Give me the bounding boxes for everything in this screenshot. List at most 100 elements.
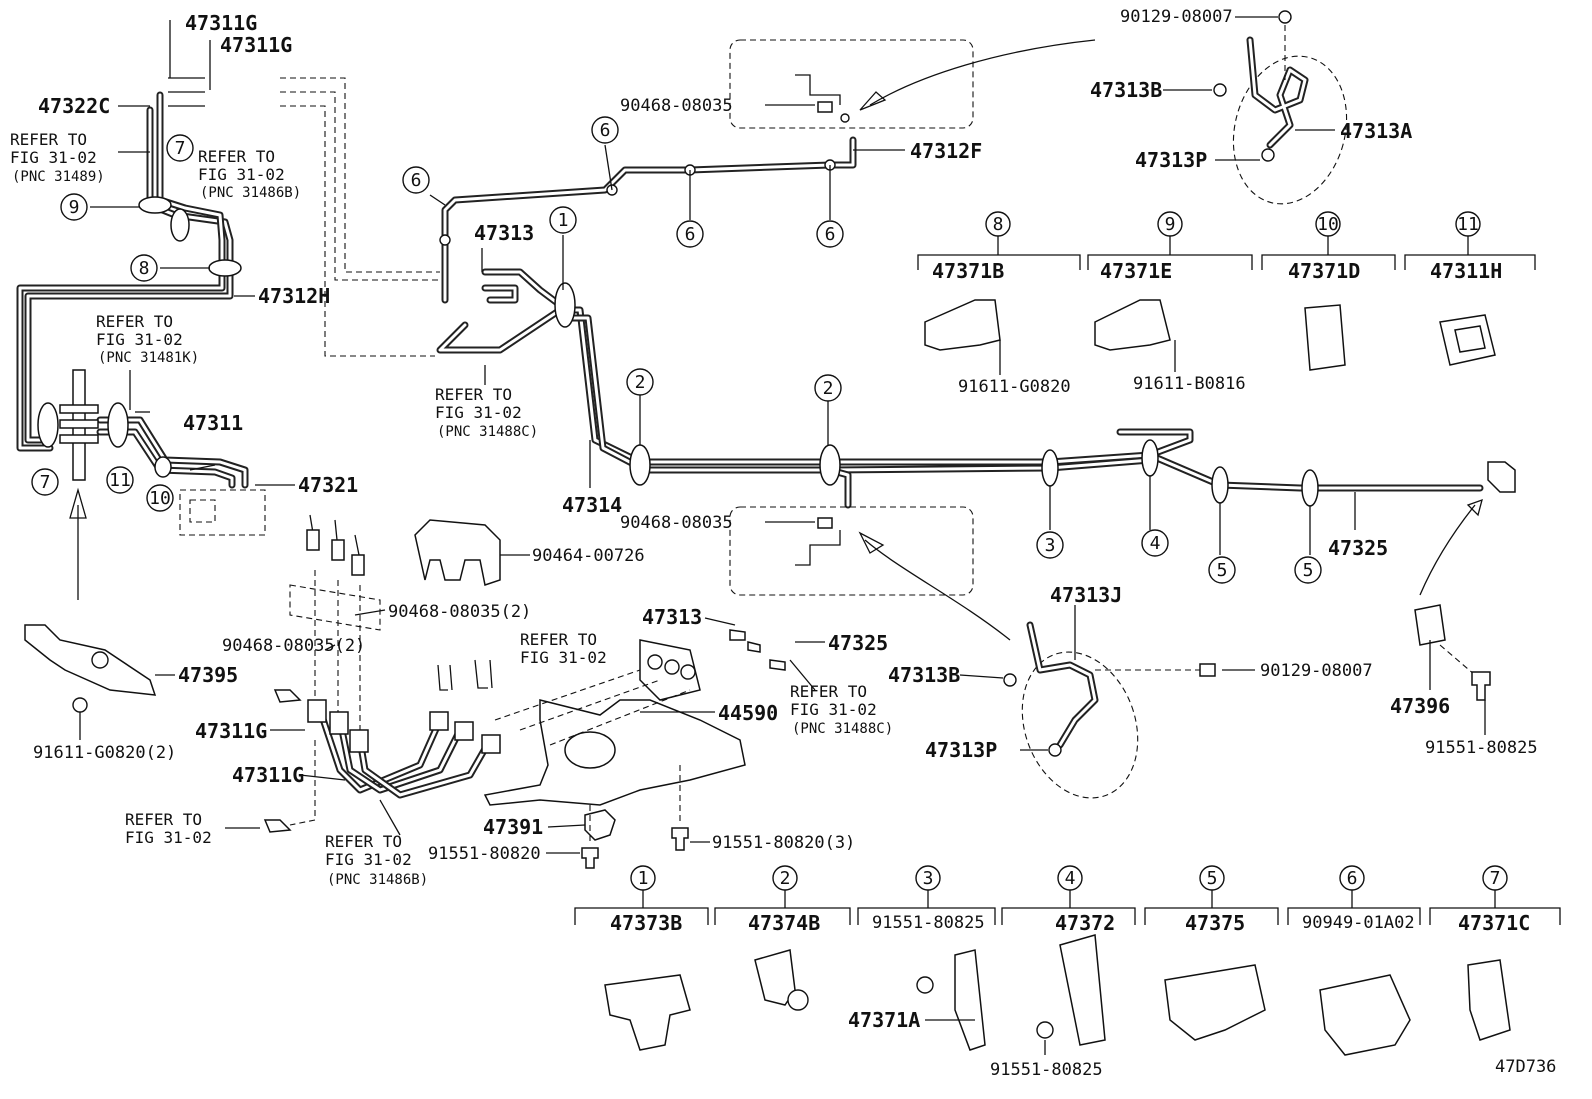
- svg-text:(PNC 31486B): (PNC 31486B): [327, 872, 428, 888]
- key-brackets-bottom: [574, 890, 1561, 1056]
- svg-text:8: 8: [139, 258, 150, 279]
- label-91551-80825-b4: 91551-80825: [990, 1060, 1103, 1080]
- callout-6d: 6: [816, 220, 844, 248]
- refer-31488C-mid: REFER TO FIG 31-02 (PNC 31488C): [790, 682, 893, 737]
- callout-1: 1: [549, 206, 577, 234]
- callout-2a: 2: [626, 368, 654, 396]
- svg-text:FIG 31-02: FIG 31-02: [435, 403, 522, 422]
- key-top-label-9: 47371E: [1100, 259, 1172, 283]
- label-90468-top: 90468-08035: [620, 96, 733, 116]
- small-clips-90468: [263, 659, 493, 833]
- svg-text:11: 11: [109, 470, 131, 491]
- key-top-label-10: 47371D: [1288, 259, 1360, 283]
- label-90129-mid: 90129-08007: [1260, 661, 1373, 681]
- junction-block: [59, 369, 150, 481]
- hose-47313J: [1003, 621, 1216, 799]
- callout-8: 8: [130, 254, 158, 282]
- callout-6c: 6: [676, 220, 704, 248]
- svg-text:5: 5: [1207, 868, 1218, 889]
- key-bottom-5: 5: [1199, 865, 1225, 891]
- svg-text:REFER TO: REFER TO: [435, 385, 512, 404]
- label-47311G-a: 47311G: [185, 11, 257, 35]
- key-bottom-6: 6: [1339, 865, 1365, 891]
- callout-4: 4: [1141, 529, 1169, 557]
- label-91611-2: 91611-G0820(2): [33, 743, 176, 763]
- callout-2b: 2: [814, 374, 842, 402]
- callout-7a: 7: [166, 134, 194, 162]
- label-47371A: 47371A: [848, 1008, 920, 1032]
- clip-47391: [584, 809, 616, 841]
- label-90464: 90464-00726: [532, 546, 645, 566]
- svg-text:FIG 31-02: FIG 31-02: [125, 828, 212, 847]
- label-47321: 47321: [298, 473, 358, 497]
- key-top-label-11: 47311H: [1430, 259, 1502, 283]
- svg-text:11: 11: [1457, 214, 1479, 235]
- svg-text:9: 9: [69, 197, 80, 218]
- svg-text:REFER TO: REFER TO: [10, 130, 87, 149]
- label-47311G-b: 47311G: [220, 33, 292, 57]
- svg-text:1: 1: [638, 868, 649, 889]
- label-47313P-top: 47313P: [1135, 148, 1207, 172]
- label-47314: 47314: [562, 493, 622, 517]
- svg-text:FIG 31-02: FIG 31-02: [96, 330, 183, 349]
- label-91551-80825-r: 91551-80825: [1425, 738, 1538, 758]
- label-47396: 47396: [1390, 694, 1450, 718]
- svg-text:2: 2: [635, 372, 646, 393]
- svg-text:FIG 31-02: FIG 31-02: [10, 148, 97, 167]
- label-47322C: 47322C: [38, 94, 110, 118]
- key-bottom-1: 1: [630, 865, 656, 891]
- key-top-11: 11: [1455, 211, 1481, 237]
- svg-text:(PNC 31488C): (PNC 31488C): [792, 721, 893, 737]
- key-bottom-label-7: 47371C: [1458, 911, 1530, 935]
- bracket-47396: [1414, 461, 1516, 701]
- label-47313B-top: 47313B: [1090, 78, 1162, 102]
- svg-text:5: 5: [1217, 560, 1228, 581]
- clip-90464-00726: [414, 519, 501, 586]
- diagram-code: 47D736: [1495, 1057, 1556, 1077]
- svg-text:(PNC 31481K): (PNC 31481K): [98, 350, 199, 366]
- svg-text:6: 6: [685, 224, 696, 245]
- label-91551-80820: 91551-80820: [428, 844, 541, 864]
- svg-text:(PNC 31488C): (PNC 31488C): [437, 424, 538, 440]
- refer-31481K: REFER TO FIG 31-02 (PNC 31481K): [96, 312, 199, 366]
- key-top-8: 8: [985, 211, 1011, 237]
- svg-text:FIG 31-02: FIG 31-02: [520, 648, 607, 667]
- svg-text:FIG 31-02: FIG 31-02: [198, 165, 285, 184]
- brake-pipe-runs: [16, 77, 1484, 509]
- key-bottom-label-5: 47375: [1185, 911, 1245, 935]
- key-bottom-4: 4: [1057, 865, 1083, 891]
- refer-labels: REFER TO FIG 31-02 (PNC 31489) REFER TO …: [10, 130, 893, 888]
- svg-text:7: 7: [175, 138, 186, 159]
- callout-5a: 5: [1208, 556, 1236, 584]
- key-bottom-7: 7: [1482, 865, 1508, 891]
- label-90468-mid: 90468-08035: [620, 513, 733, 533]
- label-90468-2a: 90468-08035(2): [388, 602, 531, 622]
- bracket-47395: [24, 624, 157, 713]
- label-47311G-c: 47311G: [195, 719, 267, 743]
- svg-text:REFER TO: REFER TO: [790, 682, 867, 701]
- up-arrow: [69, 487, 87, 600]
- label-47313B-mid: 47313B: [888, 663, 960, 687]
- key-top-sub-8: 91611-G0820: [958, 377, 1071, 397]
- svg-text:REFER TO: REFER TO: [125, 810, 202, 829]
- inset-box-top: [729, 39, 1096, 129]
- label-47313J: 47313J: [1050, 583, 1122, 607]
- key-top-label-8: 47371B: [932, 259, 1004, 283]
- part-labels: 47311G 47311G 47322C 47312H 47311 47321 …: [33, 7, 1556, 1080]
- svg-text:REFER TO: REFER TO: [520, 630, 597, 649]
- svg-text:(PNC 31486B): (PNC 31486B): [200, 185, 301, 201]
- refer-31486B-top: REFER TO FIG 31-02 (PNC 31486B): [198, 147, 301, 201]
- refer-31488C-top: REFER TO FIG 31-02 (PNC 31488C): [435, 385, 538, 440]
- label-47313P-mid: 47313P: [925, 738, 997, 762]
- svg-text:8: 8: [993, 214, 1004, 235]
- svg-text:6: 6: [411, 170, 422, 191]
- svg-text:2: 2: [823, 378, 834, 399]
- dashed-block-47321: [179, 489, 266, 536]
- label-90468-2b: 90468-08035(2): [222, 636, 365, 656]
- callout-11: 11: [106, 466, 134, 494]
- key-bottom-label-6: 90949-01A02: [1302, 913, 1415, 933]
- label-47391: 47391: [483, 815, 543, 839]
- svg-text:FIG 31-02: FIG 31-02: [790, 700, 877, 719]
- svg-text:4: 4: [1150, 533, 1161, 554]
